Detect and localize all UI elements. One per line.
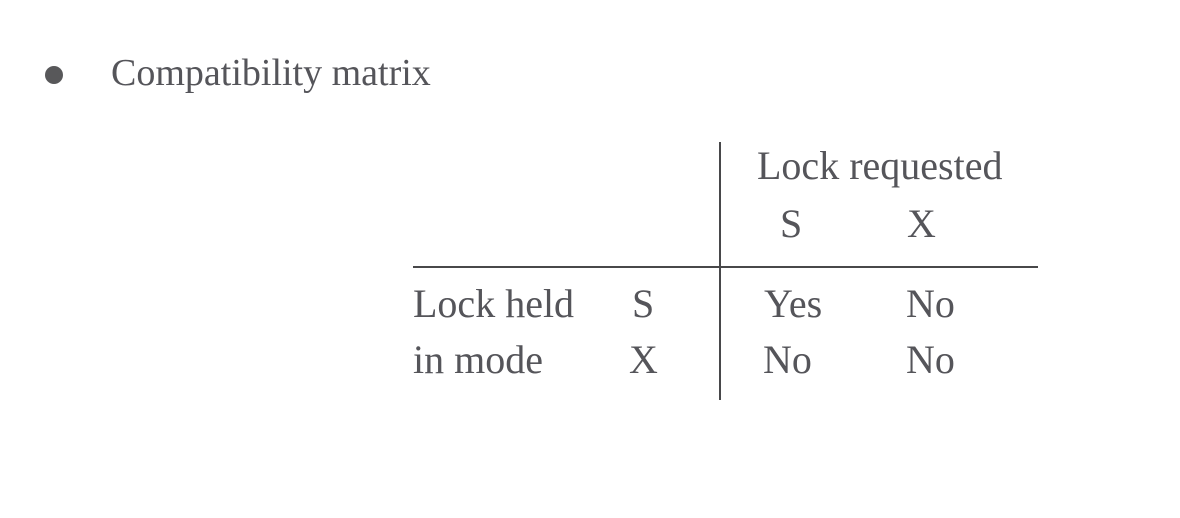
cell-held-x-requested-s: No xyxy=(763,337,812,382)
cell-held-s-requested-s: Yes xyxy=(764,281,823,326)
row-group-label-line1: Lock held xyxy=(413,281,575,326)
column-header-s: S xyxy=(780,201,803,246)
row-header-s: S xyxy=(632,281,655,326)
row-group-label-line2: in mode xyxy=(413,337,543,382)
cell-held-x-requested-x: No xyxy=(906,337,955,382)
matrix-vertical-divider xyxy=(719,142,721,400)
matrix-horizontal-divider xyxy=(413,266,1038,268)
column-group-label: Lock requested xyxy=(757,143,1003,188)
cell-held-s-requested-x: No xyxy=(906,281,955,326)
column-header-x: X xyxy=(907,201,936,246)
row-header-x: X xyxy=(629,337,658,382)
bullet-icon xyxy=(45,66,63,84)
slide-title: Compatibility matrix xyxy=(111,52,431,94)
